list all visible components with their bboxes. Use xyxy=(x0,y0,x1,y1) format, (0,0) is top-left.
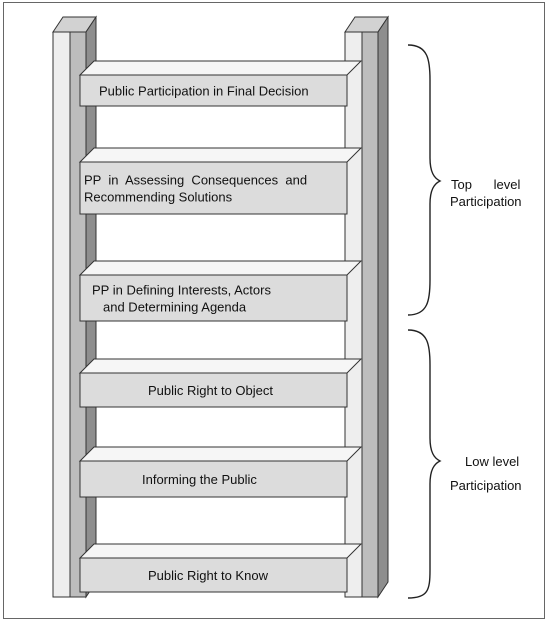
rung-label-line: Public Participation in Final Decision xyxy=(99,84,309,99)
diagram-frame xyxy=(3,2,545,619)
rung-label: Public Participation in Final Decision xyxy=(99,84,309,99)
rung-label-line: Public Right to Object xyxy=(148,383,273,398)
rung-label: Public Right to Object xyxy=(148,383,273,398)
rung-label-line: Recommending Solutions xyxy=(84,190,233,205)
ladder-right-post xyxy=(344,15,389,599)
rung-front-face xyxy=(79,372,348,408)
rung-front-face xyxy=(79,161,348,215)
rung-label: Public Right to Know xyxy=(148,568,269,583)
rung-label-line: Informing the Public xyxy=(142,472,257,487)
ladder-rung: Public Participation in Final Decision xyxy=(78,60,363,107)
rung-front-face xyxy=(79,74,348,107)
rung-label-line: PP in Defining Interests, Actors xyxy=(92,283,271,298)
ladder-rung: Informing the Public xyxy=(78,446,363,498)
top-level-label-line: Top level xyxy=(451,177,520,192)
ladder-rung: PP in Defining Interests, Actors and Dete… xyxy=(78,260,363,322)
rung-front-face xyxy=(79,274,348,322)
low-level-bracket xyxy=(407,329,442,599)
rung-label-line: and Determining Agenda xyxy=(103,300,247,315)
rung-top-face xyxy=(78,543,363,559)
rung-front-face xyxy=(79,557,348,593)
rung-top-face xyxy=(78,358,363,374)
rung-label-line: PP in Assessing Consequences and xyxy=(84,173,307,188)
rung-front-face xyxy=(79,460,348,498)
low-level-label-line: Low level xyxy=(465,454,519,469)
top-level-label-line: Participation xyxy=(450,194,522,209)
low-level-label: Low level Participation xyxy=(450,454,523,493)
rung-label-line: Public Right to Know xyxy=(148,568,269,583)
rung-top-face xyxy=(78,147,363,163)
rung-top-face xyxy=(78,260,363,276)
ladder-rung: Public Right to Object xyxy=(78,358,363,408)
top-level-label: Top level Participation xyxy=(450,177,524,209)
top-level-bracket xyxy=(407,44,442,316)
ladder-rung: Public Right to Know xyxy=(78,543,363,593)
rung-top-face xyxy=(78,60,363,76)
rung-label: PP in Defining Interests, Actors and Dete… xyxy=(92,283,271,315)
low-level-label-line: Participation xyxy=(450,478,522,493)
rung-label: Informing the Public xyxy=(142,472,257,487)
rung-top-face xyxy=(78,446,363,462)
